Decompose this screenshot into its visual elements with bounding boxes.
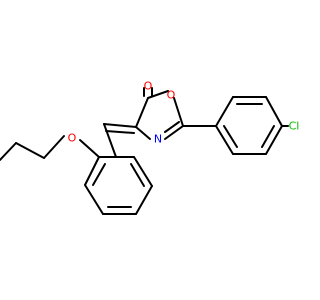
bond-c4-ch — [103, 123, 137, 128]
bond-c2-n3-double — [164, 121, 180, 133]
bond-n3-c4 — [135, 126, 151, 140]
alkoxy-benzene-ring — [84, 156, 153, 215]
bond-c4-ch-double — [105, 130, 135, 134]
bond-c2-c3 — [0, 142, 17, 161]
atom-label-chlorine: Cl — [289, 120, 300, 133]
butoxy-chain — [0, 135, 100, 161]
molecule-structure: O O N O Cl — [0, 80, 300, 215]
bond-cp-inner3 — [223, 125, 238, 148]
bond-ar2 — [84, 156, 100, 186]
bond-cp-inner2 — [261, 125, 275, 148]
bond-ar3 — [84, 184, 104, 215]
bond-cp4 — [265, 125, 283, 155]
bond-c5-o1 — [147, 90, 169, 99]
atom-labels: O O N O Cl — [68, 80, 300, 146]
atom-label-ring-n: N — [154, 133, 162, 146]
bond-o1-c2 — [173, 97, 184, 127]
bond-c4-c5 — [135, 97, 149, 128]
atom-label-carbonyl-o: O — [144, 80, 153, 93]
bond-o-c1 — [43, 135, 65, 159]
benzylidene-link — [103, 123, 137, 158]
bond-c1-c2 — [15, 142, 45, 159]
chlorophenyl-ring — [182, 96, 289, 155]
oxazolone-ring — [135, 87, 184, 140]
bond-ar5 — [135, 185, 153, 215]
bond-ar-o — [79, 139, 100, 158]
bond-ar-inner3 — [130, 163, 145, 187]
bond-cp3 — [265, 96, 283, 127]
bond-ch-aryl — [103, 123, 117, 158]
bond-cp1 — [215, 96, 234, 127]
bond-ar6 — [133, 156, 153, 187]
atom-label-ether-o: O — [68, 132, 77, 145]
bond-cp6 — [215, 125, 234, 155]
bond-ar-inner1 — [92, 163, 106, 186]
molecule-canvas: O O N O Cl — [0, 80, 300, 215]
bond-c2-n3 — [164, 125, 184, 140]
atom-label-ring-o: O — [167, 89, 176, 102]
